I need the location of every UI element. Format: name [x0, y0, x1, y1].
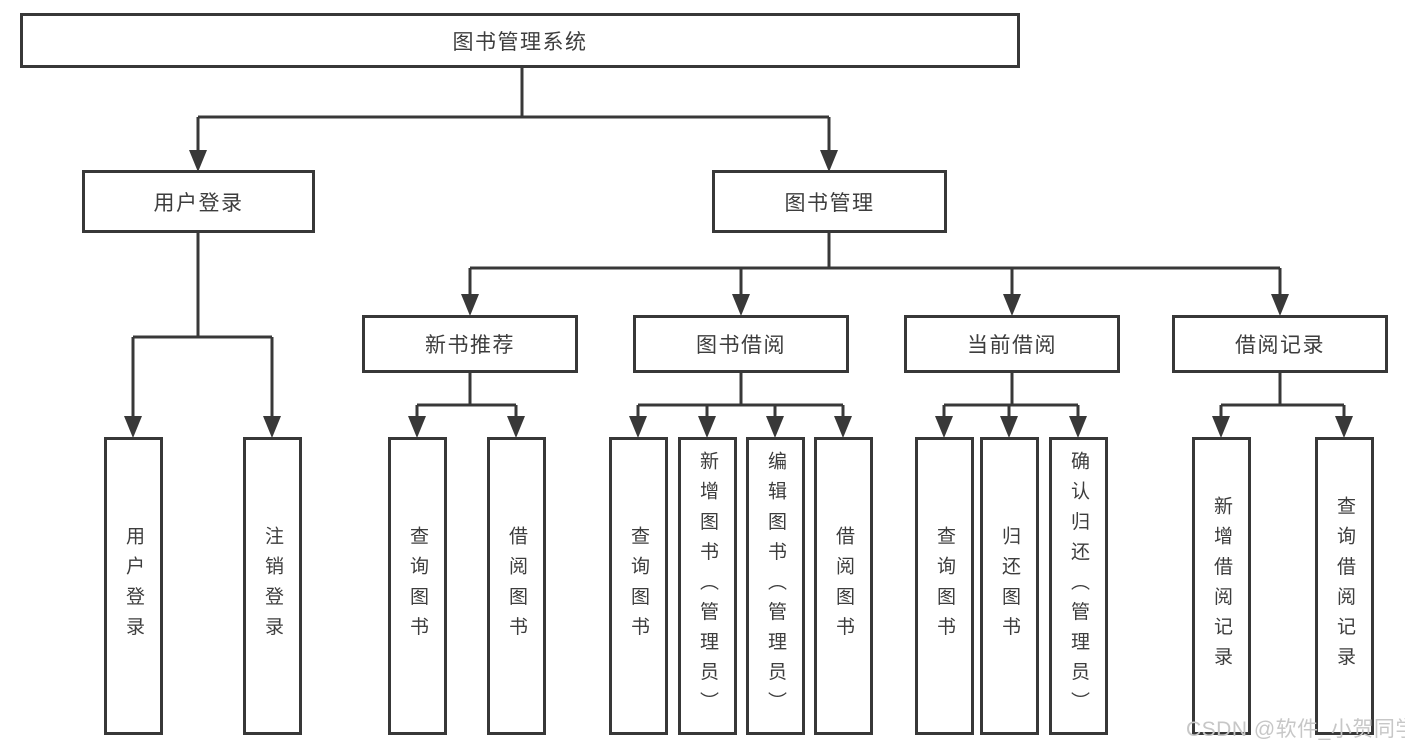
leaf-cb-query-books: 查询图书 [915, 437, 974, 735]
leaf-br-query-record: 查询借阅记录 [1315, 437, 1374, 735]
leaf-bb-borrow-books-label: 借阅图书 [833, 525, 854, 647]
leaf-nbr-borrow-books: 借阅图书 [487, 437, 546, 735]
node-current-borrowing-label: 当前借阅 [967, 334, 1057, 357]
leaf-br-query-record-label: 查询借阅记录 [1334, 495, 1355, 677]
node-current-borrowing: 当前借阅 [904, 315, 1120, 373]
leaf-nbr-query-books: 查询图书 [388, 437, 447, 735]
arrowhead-down-icon [189, 150, 207, 172]
arrowhead-down-icon [1003, 294, 1021, 316]
arrowhead-down-icon [698, 416, 716, 438]
leaf-nbr-query-books-label: 查询图书 [407, 525, 428, 647]
connector-current-borrowing-to-leaves [942, 373, 1080, 416]
csdn-watermark: CSDN @软件_小贺同学 [1186, 718, 1405, 741]
leaf-br-add-record: 新增借阅记录 [1192, 437, 1251, 735]
arrowhead-down-icon [629, 416, 647, 438]
arrowhead-down-icon [732, 294, 750, 316]
node-new-book-recommend: 新书推荐 [362, 315, 578, 373]
arrowhead-down-icon [1271, 294, 1289, 316]
arrowhead-down-icon [461, 294, 479, 316]
connector-book-borrowing-to-leaves [636, 373, 845, 416]
arrowhead-down-icon [124, 416, 142, 438]
arrowhead-down-icon [263, 416, 281, 438]
arrowhead-down-icon [507, 416, 525, 438]
node-user-login-label: 用户登录 [153, 191, 244, 215]
leaf-bb-borrow-books: 借阅图书 [814, 437, 873, 735]
node-root-label: 图书管理系统 [452, 30, 588, 54]
node-book-management-label: 图书管理 [784, 191, 875, 215]
node-borrowing-records: 借阅记录 [1172, 315, 1388, 373]
leaf-nbr-borrow-books-label: 借阅图书 [506, 525, 527, 647]
leaf-bb-edit-books-admin: 编辑图书（管理员） [746, 437, 805, 735]
arrowhead-down-icon [935, 416, 953, 438]
node-new-book-recommend-label: 新书推荐 [425, 334, 515, 357]
node-book-management: 图书管理 [712, 170, 947, 233]
arrowhead-down-icon [1335, 416, 1353, 438]
arrowhead-down-icon [766, 416, 784, 438]
leaf-bb-query-books: 查询图书 [609, 437, 668, 735]
leaf-logout: 注销登录 [243, 437, 302, 735]
leaf-user-login-label: 用户登录 [123, 525, 144, 647]
connector-root-to-level2 [196, 68, 831, 150]
connector-book-management-to-level3 [468, 233, 1282, 294]
leaf-bb-edit-books-admin-label: 编辑图书（管理员） [765, 450, 786, 722]
node-user-login: 用户登录 [82, 170, 315, 233]
arrowhead-down-icon [1069, 416, 1087, 438]
node-root: 图书管理系统 [20, 13, 1020, 68]
leaf-logout-label: 注销登录 [262, 525, 283, 647]
node-book-borrowing: 图书借阅 [633, 315, 849, 373]
connector-new-book-recommend-to-leaves [415, 373, 518, 416]
leaf-cb-query-books-label: 查询图书 [934, 525, 955, 647]
leaf-bb-query-books-label: 查询图书 [628, 525, 649, 647]
arrowhead-down-icon [1212, 416, 1230, 438]
connector-user-login-to-leaves [131, 233, 274, 416]
arrowhead-down-icon [1000, 416, 1018, 438]
connector-borrowing-records-to-leaves [1219, 373, 1346, 416]
node-book-borrowing-label: 图书借阅 [696, 334, 786, 357]
leaf-cb-confirm-return-admin: 确认归还（管理员） [1049, 437, 1108, 735]
leaf-cb-return-books-label: 归还图书 [999, 525, 1020, 647]
leaf-cb-return-books: 归还图书 [980, 437, 1039, 735]
leaf-bb-add-books-admin: 新增图书（管理员） [678, 437, 737, 735]
arrowhead-down-icon [408, 416, 426, 438]
leaf-user-login: 用户登录 [104, 437, 163, 735]
leaf-br-add-record-label: 新增借阅记录 [1211, 495, 1232, 677]
arrowhead-down-icon [820, 150, 838, 172]
arrowhead-down-icon [834, 416, 852, 438]
leaf-cb-confirm-return-admin-label: 确认归还（管理员） [1068, 450, 1089, 722]
node-borrowing-records-label: 借阅记录 [1235, 334, 1325, 357]
leaf-bb-add-books-admin-label: 新增图书（管理员） [697, 450, 718, 722]
